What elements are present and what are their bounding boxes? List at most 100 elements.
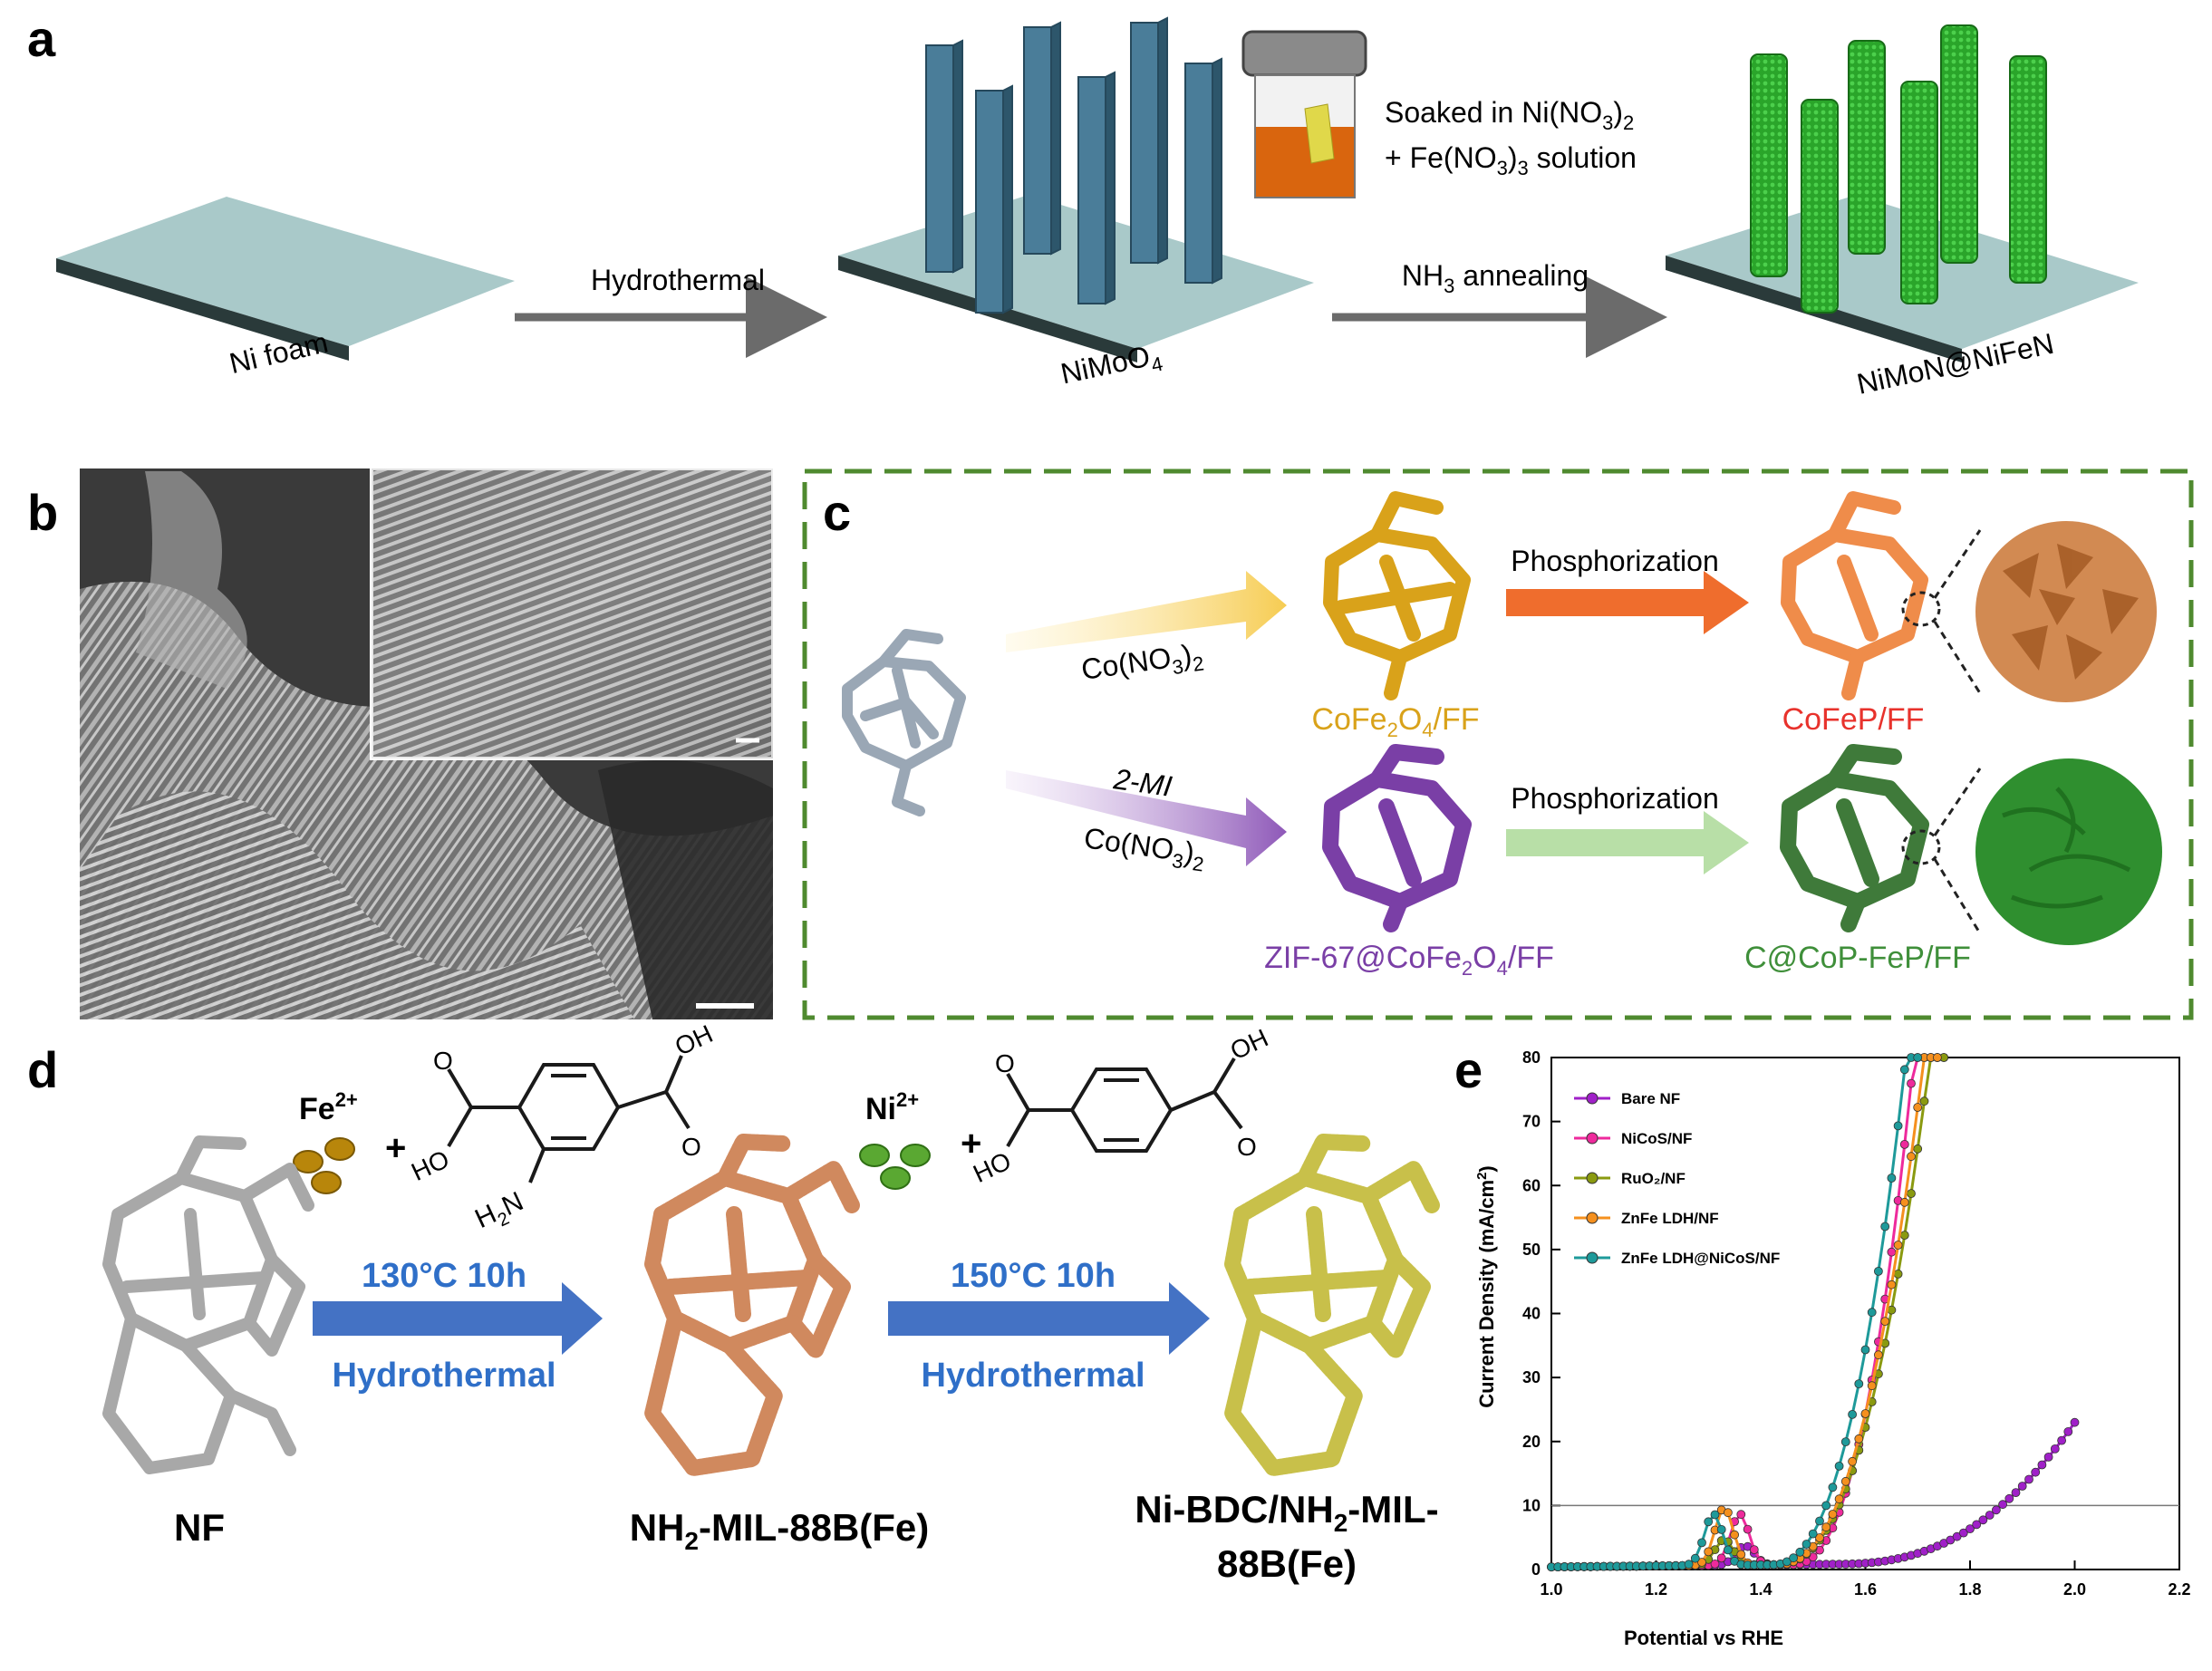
data-point [1887, 1280, 1897, 1289]
cofe2o4-label: CoFe2O4/FF [1311, 702, 1479, 741]
data-point [1848, 1410, 1857, 1419]
ni-ions-icon [859, 1144, 931, 1190]
arrow-to-cofe2o4 [1006, 571, 1287, 652]
series-line-2 [1550, 1056, 1945, 1569]
cofep-framework [1781, 491, 1928, 700]
data-point [1795, 1547, 1805, 1557]
phosphorization-label-bottom: Phosphorization [1511, 782, 1718, 815]
cofe2o4-framework [1323, 491, 1471, 700]
data-point [1854, 1434, 1864, 1444]
plus-1: + [385, 1128, 406, 1168]
y-tick-label: 80 [1522, 1048, 1541, 1067]
fe-ion-label: Fe2+ [299, 1088, 358, 1126]
y-tick-label: 30 [1522, 1368, 1541, 1386]
data-point [1880, 1317, 1890, 1326]
data-point [1743, 1524, 1753, 1534]
data-point [1860, 1409, 1870, 1418]
data-point [1893, 1121, 1903, 1131]
iron-foam-framework [842, 629, 966, 816]
data-point [1789, 1553, 1798, 1563]
data-point [1697, 1538, 1706, 1548]
data-point [2043, 1453, 2053, 1462]
data-point [2004, 1493, 2014, 1503]
data-point [1907, 1078, 1916, 1088]
x-tick-label: 1.4 [1749, 1580, 1772, 1599]
y-tick-label: 20 [1522, 1433, 1541, 1451]
data-point [1899, 1140, 1909, 1149]
temp-label-1: 130°C 10h [362, 1257, 526, 1295]
method-label-2: Hydrothermal [921, 1357, 1145, 1395]
x-tick-label: 1.6 [1854, 1580, 1877, 1599]
data-point [1899, 1231, 1909, 1240]
data-point [1782, 1557, 1792, 1567]
data-point [1848, 1456, 1857, 1466]
data-point [1854, 1379, 1864, 1388]
nimon-nifen-array [1666, 24, 2139, 362]
data-point [1873, 1267, 1883, 1276]
legend-label: RuO₂/NF [1621, 1170, 1686, 1187]
ni-bdc-label-line2: 88B(Fe) [1217, 1542, 1357, 1585]
data-point [2031, 1467, 2041, 1477]
ccop-nanostructure [1975, 758, 2162, 945]
data-point [2063, 1427, 2073, 1436]
data-point [1958, 1528, 1968, 1538]
legend-marker [1586, 1212, 1599, 1224]
ccop-framework [1780, 744, 1929, 932]
sem-inset [370, 467, 775, 760]
legend-marker [1586, 1251, 1599, 1264]
data-point [1834, 1494, 1844, 1504]
panel-c-frame [802, 468, 2194, 1020]
two-mi-label: 2-MI [1111, 762, 1174, 803]
data-point [1716, 1525, 1726, 1534]
data-point [1913, 1103, 1923, 1112]
panel-b-label: b [27, 484, 58, 541]
ni-ion-label: Ni2+ [865, 1088, 919, 1126]
series-line-4 [1550, 1056, 1918, 1569]
data-point [1684, 1560, 1694, 1570]
panel-a-label: a [27, 10, 56, 67]
nh3-annealing-label: NH3 annealing [1402, 259, 1589, 297]
panel-d-label: d [27, 1041, 58, 1098]
data-point [1966, 1524, 1975, 1533]
data-point [1867, 1381, 1877, 1391]
x-tick-label: 1.8 [1958, 1580, 1981, 1599]
x-tick-label: 1.2 [1645, 1580, 1667, 1599]
legend-label: ZnFe LDH/NF [1621, 1210, 1719, 1227]
bdc-molecule [1006, 1057, 1243, 1153]
series-line-1 [1550, 1056, 1945, 1569]
nh2-bdc-molecule [447, 1055, 691, 1183]
hydrothermal-arrow-2 [888, 1282, 1210, 1355]
nh2-bdc-amine: H2N [470, 1186, 530, 1239]
panel-c-label: c [823, 484, 851, 541]
legend-marker [1586, 1172, 1599, 1184]
data-point [1998, 1500, 2008, 1510]
legend-label: NiCoS/NF [1621, 1130, 1692, 1147]
data-point [1932, 1053, 1942, 1062]
soak-line-1: Soaked in Ni(NO3)2 [1385, 96, 1634, 134]
panel-d: d Fe2+ + O HO OH O H2N Ni2+ [27, 1019, 1440, 1585]
data-point [1840, 1437, 1850, 1446]
nh2-bdc-ho: HO [407, 1145, 453, 1186]
y-tick-label: 50 [1522, 1241, 1541, 1259]
hydrothermal-arrow-1 [313, 1282, 603, 1355]
nimoo4-array [838, 16, 1314, 362]
data-point [1867, 1308, 1877, 1318]
bdc-o-2: O [1237, 1133, 1257, 1161]
nh2-mil-88b-label: NH2-MIL-88B(Fe) [630, 1506, 930, 1555]
ni-foam-plate [56, 197, 515, 361]
data-point [1978, 1515, 1988, 1525]
data-point [1913, 1053, 1923, 1062]
ni-bdc-framework [1224, 1134, 1440, 1476]
nh2-bdc-oh: OH [671, 1019, 717, 1061]
bdc-o-1: O [995, 1049, 1015, 1077]
data-point [1828, 1483, 1838, 1492]
y-tick-label: 40 [1522, 1305, 1541, 1323]
hydrothermal-label: Hydrothermal [591, 264, 765, 296]
data-point [1840, 1476, 1850, 1486]
legend-label: ZnFe LDH@NiCoS/NF [1621, 1250, 1780, 1267]
data-point [1893, 1270, 1903, 1279]
data-point [2070, 1417, 2080, 1427]
data-point [2057, 1435, 2067, 1445]
